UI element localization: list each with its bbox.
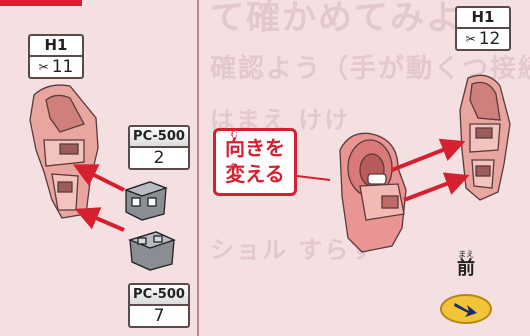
direction-badge xyxy=(440,294,492,324)
hand-plane-icon: ✂ xyxy=(465,32,476,46)
front-kanji: 前 xyxy=(457,258,475,279)
hand-plane-icon: ✂ xyxy=(38,60,49,74)
runner-label: H1 xyxy=(30,36,82,57)
rotate-callout: む か 向きを 変える xyxy=(213,128,297,196)
hand-part-right xyxy=(459,74,511,201)
part-tag-pc500-7: PC-500 7 xyxy=(128,283,190,328)
panel-divider xyxy=(197,0,199,336)
part-label: PC-500 xyxy=(130,127,188,148)
joint-part-2 xyxy=(124,181,168,221)
part-number: 7 xyxy=(153,306,165,326)
part-number: 2 xyxy=(153,148,165,168)
part-label: PC-500 xyxy=(130,285,188,306)
part-tag-pc500-2: PC-500 2 xyxy=(128,125,190,170)
runner-tag-right: H1 ✂ 12 xyxy=(455,6,511,51)
callout-ruby-2: か xyxy=(230,162,238,171)
forearm-part xyxy=(339,132,407,253)
front-label: まえ 前 xyxy=(446,250,486,279)
callout-line-1: 向きを xyxy=(225,136,285,160)
front-ruby: まえ xyxy=(458,250,474,259)
header-stripe xyxy=(0,0,82,6)
runner-number: 12 xyxy=(478,29,501,49)
runner-tag-left: H1 ✂ 11 xyxy=(28,34,84,79)
callout-line-2: 変える xyxy=(225,162,285,186)
joint-part-7 xyxy=(128,231,176,271)
arrow-down-right-icon xyxy=(454,303,477,317)
hand-part-left xyxy=(29,84,99,219)
runner-label: H1 xyxy=(457,8,509,29)
runner-number: 11 xyxy=(51,57,74,77)
callout-ruby-1: む xyxy=(230,130,238,139)
